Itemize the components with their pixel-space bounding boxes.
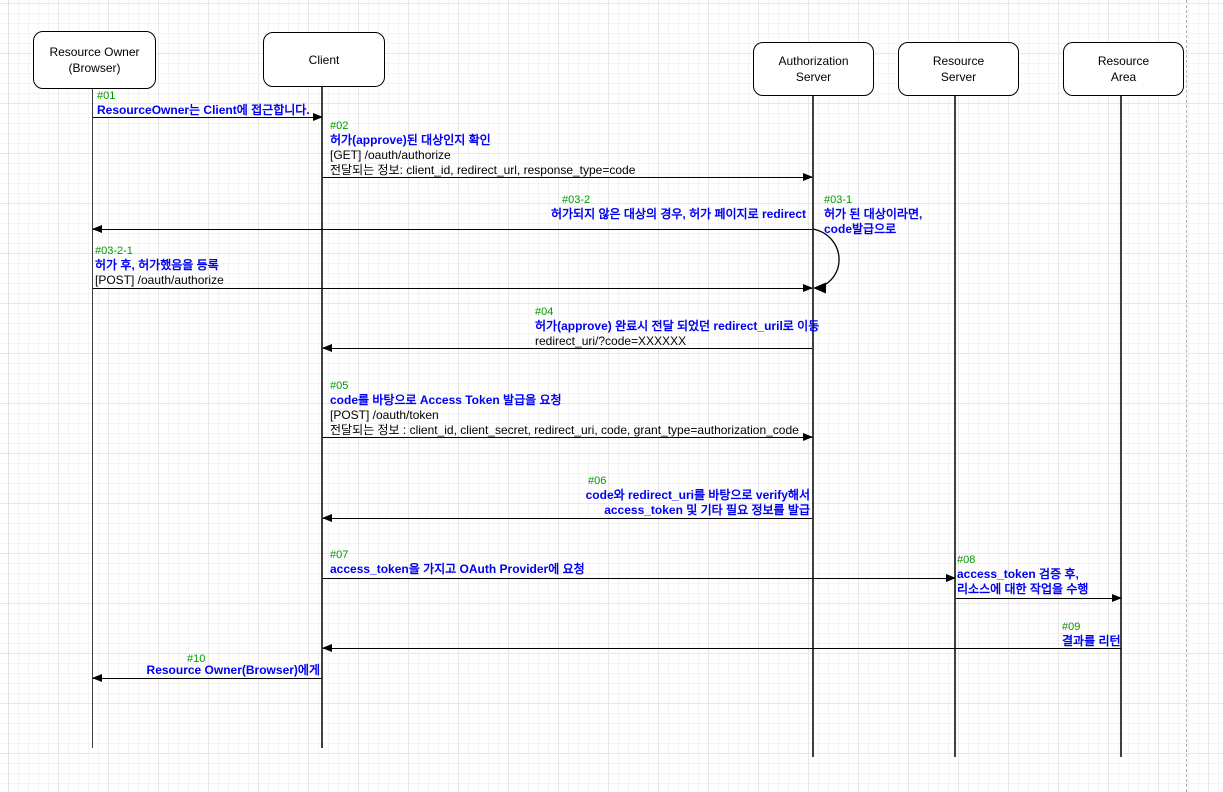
- message-08-title: access_token 검증 후,: [957, 567, 1079, 581]
- arrow-09-resource-area-to-client[interactable]: [322, 644, 1121, 652]
- message-03-1-id: #03-1: [824, 194, 853, 206]
- arrow-08-resource-server-to-resource-area[interactable]: [956, 594, 1122, 602]
- message-05-title: code를 바탕으로 Access Token 발급을 요청: [330, 393, 562, 407]
- actor-box-authorization-server[interactable]: Authorization Server: [753, 42, 874, 96]
- actor-label-authorization-server: Authorization Server: [778, 54, 849, 84]
- arrow-04-auth-server-to-client[interactable]: [322, 344, 812, 352]
- message-04[interactable]: #04 허가(approve) 완료시 전달 되었던 redirect_uril…: [535, 305, 819, 349]
- message-03-1-title: 허가 된 대상이라면,: [824, 207, 923, 221]
- actor-box-client[interactable]: Client: [263, 32, 385, 87]
- message-10-title[interactable]: Resource Owner(Browser)에게: [146, 663, 320, 677]
- message-01-id: #01: [97, 90, 116, 102]
- message-02-detail: [GET] /oauth/authorize: [330, 148, 451, 162]
- lifeline-resource-server[interactable]: [954, 94, 956, 757]
- message-06[interactable]: code와 redirect_uri를 바탕으로 verify해서 access…: [586, 488, 810, 518]
- message-03-2-id[interactable]: #03-2: [562, 194, 591, 206]
- message-02-detail: 전달되는 정보: client_id, redirect_url, respon…: [330, 163, 636, 177]
- message-03-2-1-detail: [POST] /oauth/authorize: [95, 273, 224, 287]
- message-06-title: access_token 및 기타 필요 정보를 발급: [604, 503, 810, 517]
- message-10-id[interactable]: #10: [187, 653, 206, 665]
- message-07-id: #07: [330, 549, 349, 561]
- message-03-1-title: code발급으로: [824, 222, 897, 236]
- message-08[interactable]: #08 access_token 검증 후, 리소스에 대한 작업을 수행: [957, 553, 1088, 597]
- arrow-10-client-to-resource-owner[interactable]: [92, 674, 322, 682]
- message-07[interactable]: #07 access_token을 가지고 OAuth Provider에 요청: [330, 548, 585, 577]
- message-01[interactable]: #01 ResourceOwner는 Client에 접근합니다.: [97, 89, 310, 118]
- message-05-detail: [POST] /oauth/token: [330, 408, 439, 422]
- message-04-id: #04: [535, 306, 554, 318]
- arrow-02-client-to-auth-server[interactable]: [323, 173, 813, 181]
- message-03-2-1[interactable]: #03-2-1 허가 후, 허가했음을 등록 [POST] /oauth/aut…: [95, 244, 224, 288]
- message-06-id[interactable]: #06: [588, 475, 607, 487]
- actor-box-resource-server[interactable]: Resource Server: [898, 42, 1019, 96]
- message-08-id: #08: [957, 554, 976, 566]
- message-05-id: #05: [330, 380, 349, 392]
- message-02-title: 허가(approve)된 대상인지 확인: [330, 133, 491, 147]
- lifeline-resource-area[interactable]: [1120, 94, 1122, 757]
- message-03-2-title[interactable]: 허가되지 않은 대상의 경우, 허가 페이지로 redirect: [550, 207, 806, 221]
- message-02-id: #02: [330, 120, 349, 132]
- message-09-title: 결과를 리턴: [1062, 634, 1121, 648]
- actor-label-resource-server: Resource Server: [932, 54, 985, 84]
- arrow-05-client-to-auth-server[interactable]: [323, 433, 813, 441]
- arrow-01-resource-owner-to-client[interactable]: [93, 113, 323, 121]
- message-05[interactable]: #05 code를 바탕으로 Access Token 발급을 요청 [POST…: [330, 379, 799, 438]
- message-09[interactable]: #09 결과를 리턴: [1062, 620, 1121, 649]
- message-03-2-1-id: #03-2-1: [95, 245, 133, 257]
- lifeline-authorization-server[interactable]: [812, 94, 814, 757]
- arrow-03-2-auth-server-to-resource-owner[interactable]: [92, 225, 812, 233]
- message-05-detail: 전달되는 정보 : client_id, client_secret, redi…: [330, 423, 799, 437]
- message-04-detail: redirect_uri/?code=XXXXXX: [535, 334, 687, 348]
- arrow-03-2-1-resource-owner-to-auth-server[interactable]: [93, 284, 813, 292]
- message-01-title: ResourceOwner는 Client에 접근합니다.: [97, 103, 310, 117]
- message-07-title: access_token을 가지고 OAuth Provider에 요청: [330, 562, 585, 576]
- arrow-07-client-to-resource-server[interactable]: [323, 574, 956, 582]
- message-09-id: #09: [1062, 621, 1081, 633]
- actor-label-resource-area: Resource Area: [1097, 54, 1150, 84]
- page-divider-dashed-line: [1186, 0, 1187, 792]
- message-04-title: 허가(approve) 완료시 전달 되었던 redirect_uril로 이동: [535, 319, 820, 333]
- lifeline-client[interactable]: [321, 85, 323, 748]
- message-03-1[interactable]: #03-1 허가 된 대상이라면, code발급으로: [824, 193, 922, 237]
- actor-box-resource-owner[interactable]: Resource Owner (Browser): [33, 31, 156, 89]
- message-08-title: 리소스에 대한 작업을 수행: [957, 582, 1089, 596]
- message-03-2-1-title: 허가 후, 허가했음을 등록: [95, 258, 219, 272]
- message-02[interactable]: #02 허가(approve)된 대상인지 확인 [GET] /oauth/au…: [330, 119, 635, 178]
- actor-label-client: Client: [308, 52, 340, 67]
- lifeline-resource-owner[interactable]: [92, 87, 93, 748]
- page-left-edge-line: [8, 0, 9, 792]
- message-06-title: code와 redirect_uri를 바탕으로 verify해서: [585, 488, 810, 502]
- actor-box-resource-area[interactable]: Resource Area: [1063, 42, 1184, 96]
- arrow-06-auth-server-to-client[interactable]: [322, 514, 812, 522]
- actor-label-resource-owner: Resource Owner (Browser): [49, 45, 140, 75]
